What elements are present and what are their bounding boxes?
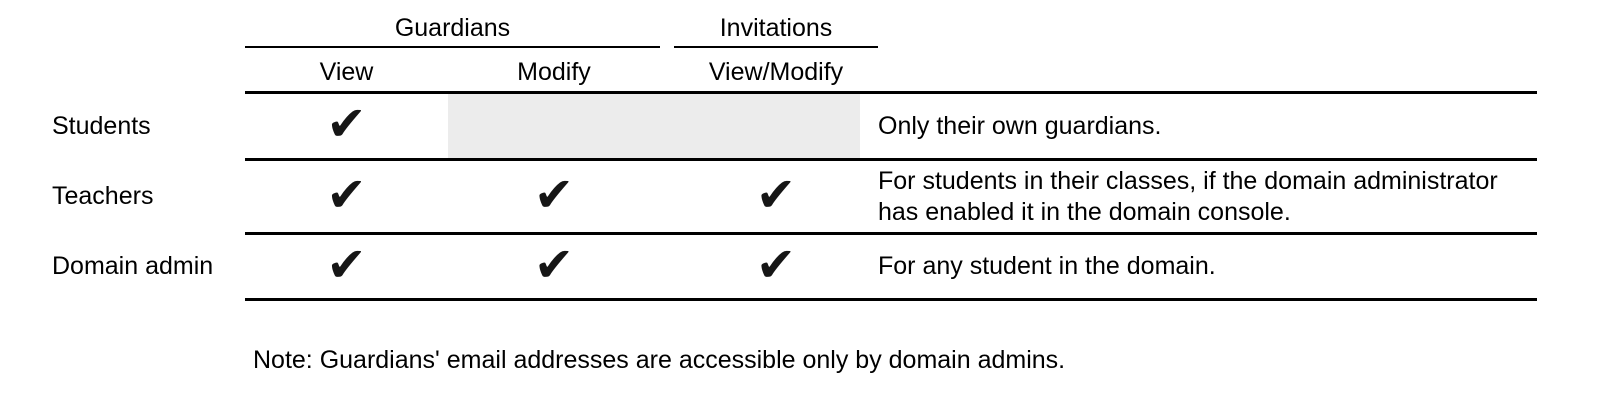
cell-teachers-guardians-view: ✔ <box>245 161 448 232</box>
row-label-students: Students <box>52 111 151 140</box>
table-rule-top <box>245 91 1537 94</box>
check-icon: ✔ <box>755 166 797 223</box>
cell-domain-admin-invitations-view-modify: ✔ <box>674 235 878 298</box>
check-icon: ✔ <box>533 236 575 293</box>
note-teachers: For students in their classes, if the do… <box>878 166 1498 226</box>
note-domain-admin: For any student in the domain. <box>878 252 1216 280</box>
check-icon: ✔ <box>755 236 797 293</box>
column-header-view: View <box>319 58 374 86</box>
column-header-modify: Modify <box>517 58 591 86</box>
check-icon: ✔ <box>326 166 367 223</box>
group-header-guardians: Guardians <box>394 14 511 42</box>
cell-teachers-guardians-modify: ✔ <box>448 161 660 232</box>
check-icon: ✔ <box>533 166 575 223</box>
cell-teachers-invitations-view-modify: ✔ <box>674 161 878 232</box>
footnote: Note: Guardians' email addresses are acc… <box>253 346 1066 374</box>
table-rule-bottom <box>245 298 1537 301</box>
table-rule-after-teachers <box>245 232 1537 235</box>
note-students: Only their own guardians. <box>878 111 1162 140</box>
group-header-invitations: Invitations <box>719 14 833 42</box>
guardians-underline <box>245 46 660 48</box>
row-label-teachers: Teachers <box>52 182 154 210</box>
cell-domain-admin-guardians-view: ✔ <box>245 235 448 298</box>
check-icon: ✔ <box>326 236 367 293</box>
students-disabled-cells-shading <box>448 94 860 158</box>
table-rule-after-students <box>245 158 1537 161</box>
column-header-view-modify: View/Modify <box>708 58 844 86</box>
check-icon: ✔ <box>326 96 367 152</box>
invitations-underline <box>674 46 878 48</box>
cell-students-guardians-modify <box>448 94 660 158</box>
row-label-domain-admin: Domain admin <box>52 252 214 280</box>
cell-students-invitations-view-modify <box>674 94 878 158</box>
cell-students-guardians-view: ✔ <box>245 94 448 158</box>
cell-domain-admin-guardians-modify: ✔ <box>448 235 660 298</box>
